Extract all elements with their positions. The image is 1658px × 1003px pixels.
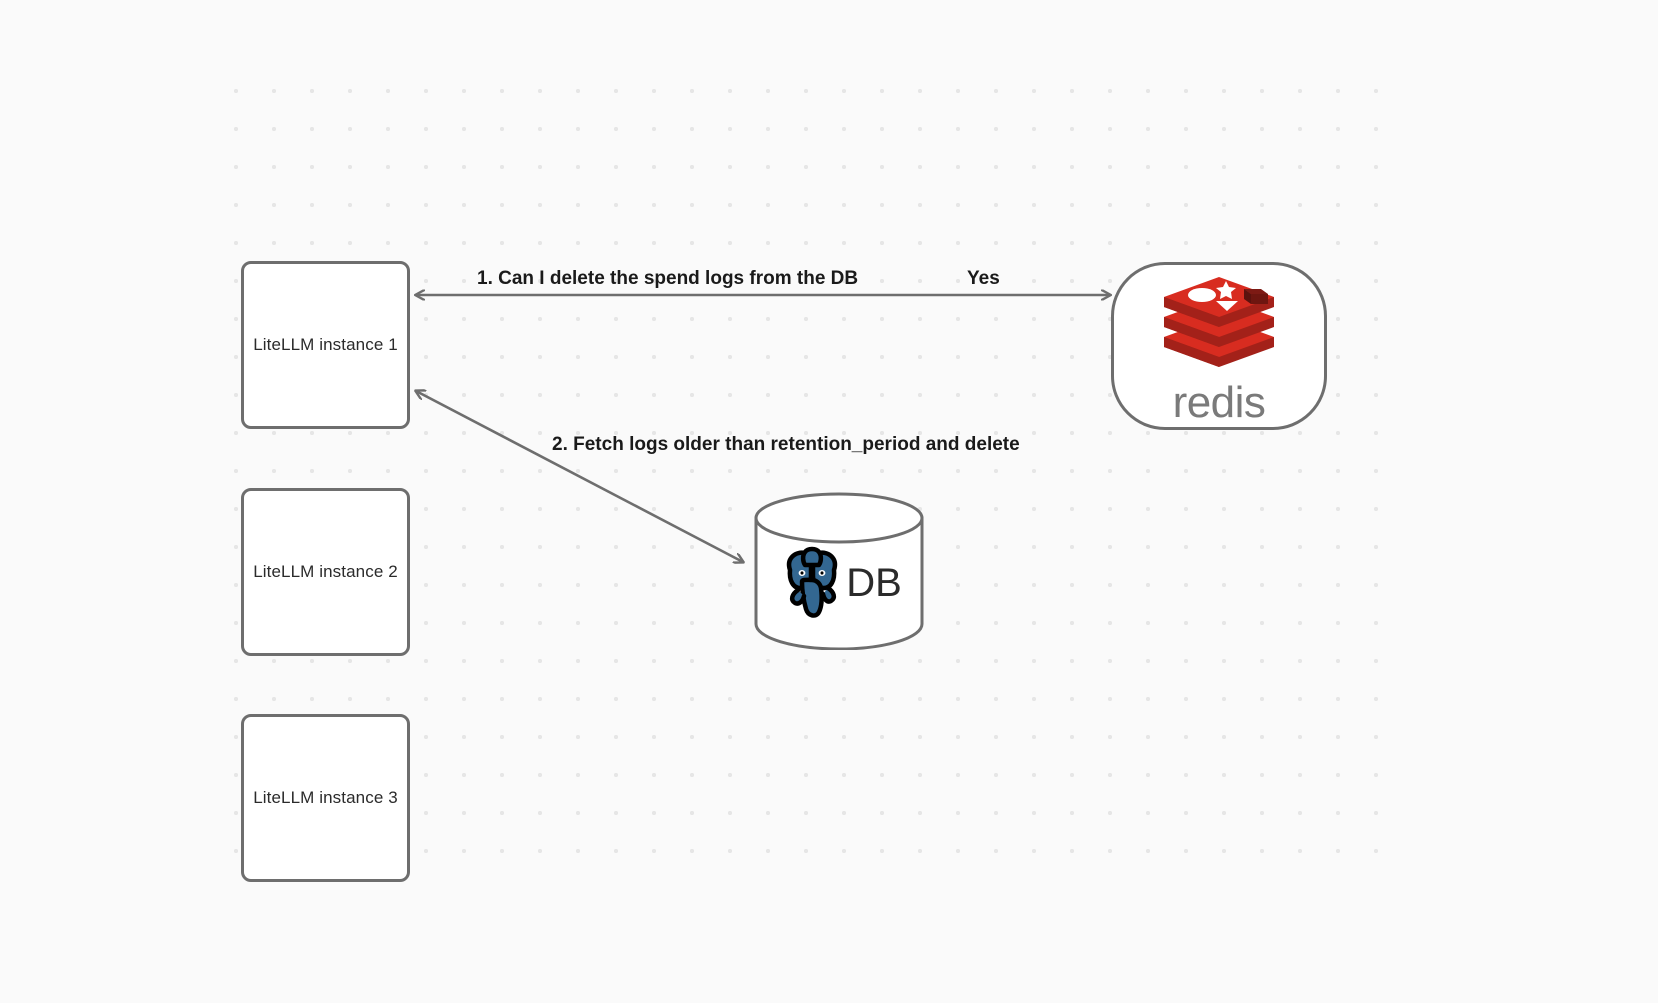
cylinder-shape-icon xyxy=(754,492,924,650)
redis-wordmark-label: redis xyxy=(1172,378,1266,427)
node-litellm-instance-1[interactable]: LiteLLM instance 1 xyxy=(241,261,410,429)
database-label: DB xyxy=(846,561,902,605)
edge-label-reply-yes: Yes xyxy=(967,268,1000,289)
redis-logo-icon xyxy=(1164,277,1274,367)
node-litellm-instance-2-label: LiteLLM instance 2 xyxy=(253,561,398,581)
node-litellm-instance-2[interactable]: LiteLLM instance 2 xyxy=(241,488,410,656)
edge-label-step-1: 1. Can I delete the spend logs from the … xyxy=(477,268,859,289)
edge-label-step-2: 2. Fetch logs older than retention_perio… xyxy=(552,434,1020,455)
postgresql-elephant-icon xyxy=(787,546,838,618)
node-litellm-instance-1-label: LiteLLM instance 1 xyxy=(253,334,398,354)
node-database[interactable]: DB xyxy=(753,492,925,650)
node-litellm-instance-3-label: LiteLLM instance 3 xyxy=(253,787,398,807)
database-content: DB xyxy=(753,540,925,626)
node-litellm-instance-3[interactable]: LiteLLM instance 3 xyxy=(241,714,410,882)
node-redis[interactable]: redis xyxy=(1111,262,1327,430)
edge-litellm1-database xyxy=(416,391,743,562)
